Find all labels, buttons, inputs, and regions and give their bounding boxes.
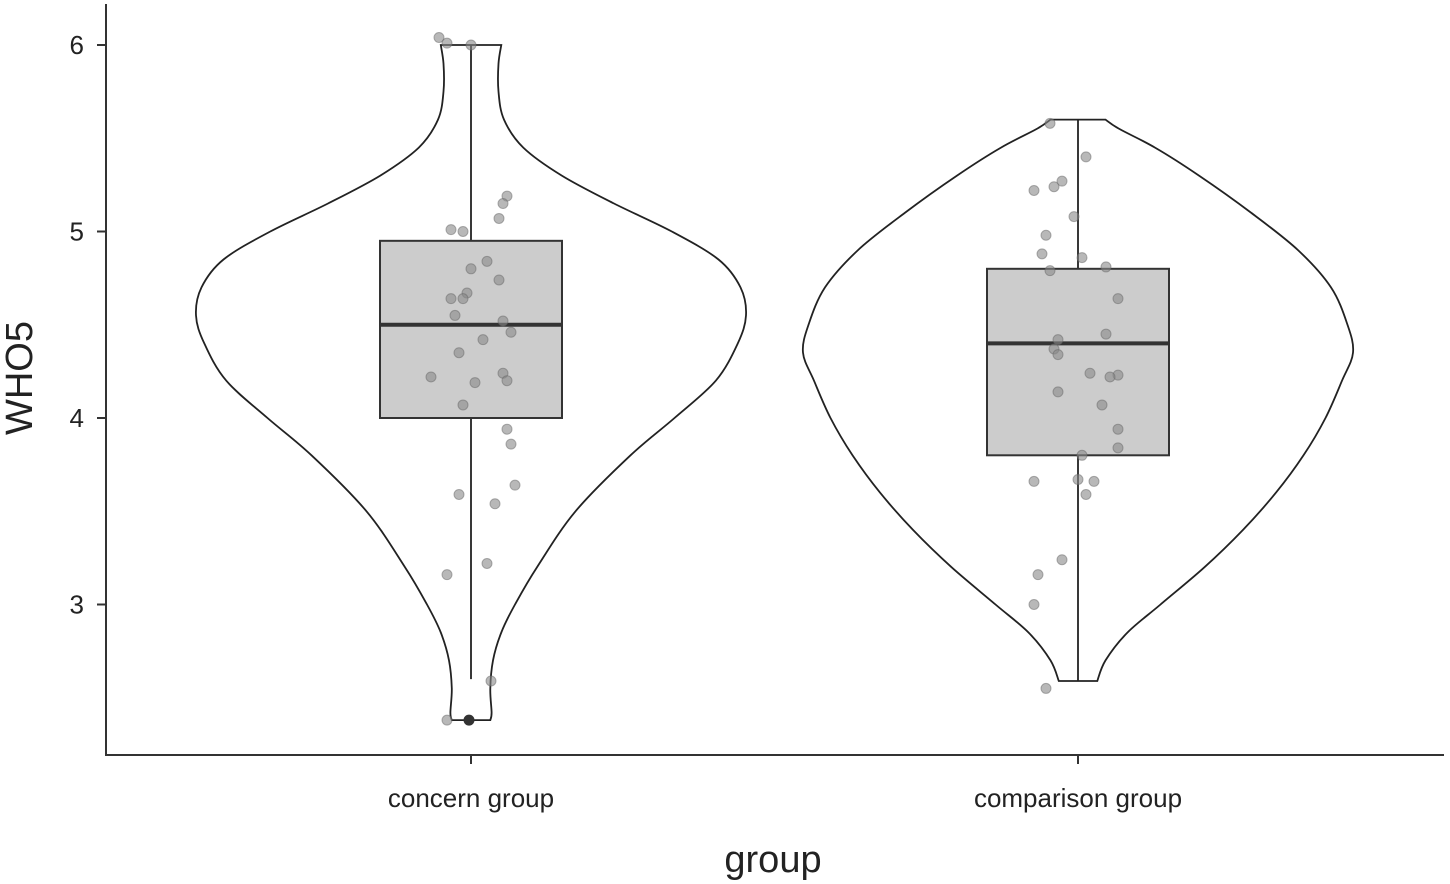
group-2-data-point-7: [1040, 229, 1052, 241]
group-1-data-point-8: [445, 224, 457, 236]
group-1-data-point-28: [453, 488, 465, 500]
group-2-data-point-26: [1088, 475, 1100, 487]
group-1-data-point-25: [501, 423, 513, 435]
group-1-data-point-9: [481, 255, 493, 267]
group-1-data-point-11: [493, 274, 505, 286]
group-1-data-point-7: [457, 226, 469, 237]
group-1-data-point-1: [433, 32, 445, 44]
plot-area: [195, 32, 1355, 726]
group-2-data-point-1: [1044, 117, 1056, 129]
axes: [105, 4, 1444, 756]
group-2-data-point-12: [1112, 293, 1124, 305]
group-2-data-point-5: [1028, 184, 1040, 196]
axis-ticks: concern group comparison group 3 4 5 6: [70, 30, 1183, 813]
group-1-data-point-14: [445, 293, 457, 305]
group-1-data-point-30: [481, 557, 493, 569]
group-1-data-point-10: [465, 263, 477, 275]
group-1-data-point-23: [469, 377, 481, 389]
group-2-data-point-20: [1052, 386, 1064, 398]
group-2-data-point-25: [1072, 474, 1084, 486]
group-2-data-point-2: [1080, 151, 1092, 163]
group-2-data-point-8: [1036, 248, 1048, 260]
group-2-data-point-21: [1096, 399, 1108, 411]
group-1-data-point-27: [509, 479, 521, 491]
group-2-data-point-18: [1084, 367, 1096, 379]
group-2-data-point-23: [1112, 442, 1124, 454]
group-1-data-point-33: [441, 714, 453, 726]
group-1-data-point-18: [477, 334, 489, 346]
group-2-data-point-24: [1076, 449, 1088, 461]
group-2-data-point-10: [1100, 261, 1112, 273]
group-2-data-point-29: [1056, 554, 1068, 566]
group-2-data-point-14: [1052, 334, 1064, 346]
group-1-data-point-15: [449, 309, 461, 321]
x-tick-label-2: comparison group: [974, 783, 1182, 813]
y-axis-title: WHO5: [0, 321, 41, 435]
x-axis-title: group: [724, 839, 821, 881]
group-1-data-point-16: [497, 315, 509, 327]
group-1-data-point-32: [485, 675, 497, 687]
group-1-data-point-26: [505, 438, 517, 450]
group-2-box: [986, 267, 1170, 457]
y-tick-label-3: 5: [70, 217, 84, 247]
y-tick-label-2: 4: [70, 403, 84, 433]
group-2-data-point-16: [1052, 349, 1064, 361]
group-2-data-point-6: [1068, 211, 1080, 223]
group-1-data-point-2: [441, 37, 453, 49]
group-1-data-point-13: [457, 293, 469, 305]
group-1-data-point-29: [489, 498, 501, 510]
group-1-data-point-24: [457, 399, 469, 411]
group-2-data-point-3: [1056, 175, 1068, 187]
group-1-violin: [195, 44, 747, 721]
x-tick-label-1: concern group: [388, 783, 554, 813]
group-1-data-point-17: [505, 326, 517, 338]
group-2-data-point-13: [1100, 328, 1112, 340]
group-2-data-point-31: [1028, 599, 1040, 610]
group-2-data-point-11: [1044, 265, 1056, 277]
group-2-data-point-30: [1032, 569, 1044, 581]
group-2-data-point-27: [1028, 475, 1040, 487]
group-1-outlier-1: [463, 714, 475, 726]
group-1-data-point-3: [465, 39, 477, 51]
group-2-data-point-4: [1048, 181, 1060, 193]
group-1-data-point-6: [493, 212, 505, 224]
group-1-data-point-19: [453, 347, 465, 359]
group-1-data-point-5: [497, 198, 509, 210]
group-2-data-point-19: [1104, 371, 1116, 383]
group-1-data-point-31: [441, 569, 453, 581]
group-1-data-point-22: [425, 371, 437, 383]
group-2-data-point-28: [1080, 488, 1092, 500]
y-tick-label-4: 6: [70, 30, 84, 60]
group-2-data-point-9: [1076, 252, 1088, 264]
group-2-data-point-22: [1112, 423, 1124, 435]
group-2-data-point-32: [1040, 682, 1052, 694]
group-1-data-point-21: [501, 375, 513, 387]
y-tick-label-1: 3: [70, 590, 84, 620]
